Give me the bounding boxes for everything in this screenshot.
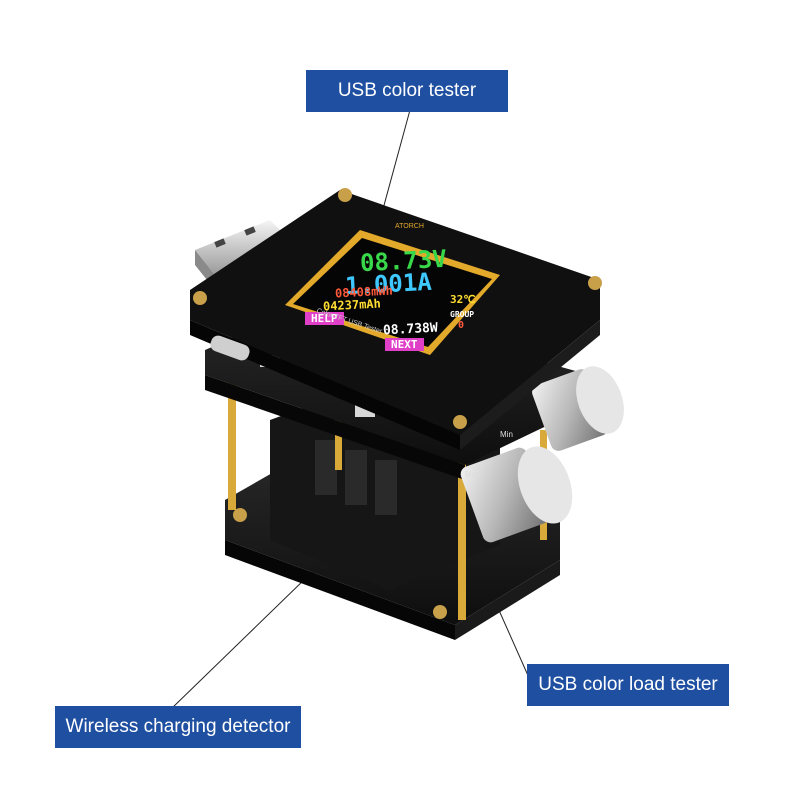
callout-wireless-charging-detector: Wireless charging detector — [55, 706, 301, 748]
tester-board — [190, 188, 602, 450]
callout-usb-color-tester: USB color tester — [306, 70, 508, 112]
knob-lower[interactable] — [458, 439, 582, 545]
knob-upper[interactable] — [530, 360, 633, 454]
callout-usb-color-load-tester: USB color load tester — [527, 664, 729, 706]
